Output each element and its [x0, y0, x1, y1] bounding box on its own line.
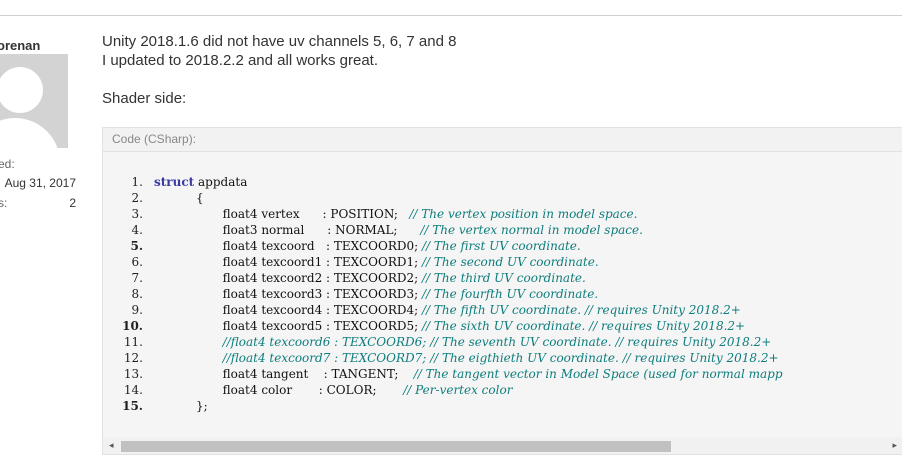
avatar-shoulders-shape [0, 118, 60, 148]
line-number: 7. [131, 271, 143, 285]
code-comment: // The sixth UV coordinate. // requires … [422, 319, 746, 333]
code-plain: float3 normal : NORMAL; [154, 223, 421, 237]
code-text: float4 texcoord4 : TEXCOORD4; // The fif… [154, 302, 741, 318]
joined-label: ed: [0, 157, 15, 171]
line-number: 8. [131, 287, 143, 301]
code-comment: // Per-vertex color [403, 383, 513, 397]
scroll-right-arrow-icon[interactable]: ▸ [892, 440, 897, 450]
joined-value: Aug 31, 2017 [4, 176, 76, 190]
line-number: 9. [131, 303, 143, 317]
code-text: struct appdata [154, 174, 247, 190]
code-block-header: Code (CSharp): [103, 128, 902, 152]
code-plain: float4 tangent : TANGENT; [154, 367, 414, 381]
post-body: Unity 2018.1.6 did not have uv channels … [102, 32, 902, 108]
line-number: 3. [131, 207, 143, 221]
line-number: 10. [122, 319, 143, 333]
code-text: float4 texcoord2 : TEXCOORD2; // The thi… [154, 270, 586, 286]
code-comment: // The third UV coordinate. [422, 271, 586, 285]
post-line-2: I updated to 2018.2.2 and all works grea… [102, 52, 379, 69]
code-line: 5. float4 texcoord : TEXCOORD0; // The f… [103, 238, 902, 254]
code-text: float4 tangent : TANGENT; // The tangent… [154, 366, 783, 382]
code-comment: // The vertex position in model space. [409, 207, 638, 221]
code-line: 7. float4 texcoord2 : TEXCOORD2; // The … [103, 270, 902, 286]
line-number: 6. [131, 255, 143, 269]
code-plain: float4 texcoord4 : TEXCOORD4; [154, 303, 423, 317]
code-line: 12. //float4 texcoord7 : TEXCOORD7; // T… [103, 350, 902, 366]
code-line: 3. float4 vertex : POSITION; // The vert… [103, 206, 902, 222]
scrollbar-thumb[interactable] [121, 441, 671, 452]
shader-label: Shader side: [102, 90, 187, 107]
line-number: 2. [131, 191, 143, 205]
line-number: 14. [123, 383, 143, 397]
code-line: 8. float4 texcoord3 : TEXCOORD3; // The … [103, 286, 902, 302]
code-text: { [154, 190, 204, 206]
code-plain: float4 texcoord2 : TEXCOORD2; [154, 271, 423, 285]
code-text: //float4 texcoord6 : TEXCOORD6; // The s… [154, 334, 772, 350]
line-number: 1. [131, 175, 143, 189]
code-comment: // The fifth UV coordinate. // requires … [422, 303, 741, 317]
code-plain: float4 texcoord1 : TEXCOORD1; [154, 255, 423, 269]
code-text: float4 texcoord : TEXCOORD0; // The firs… [154, 238, 581, 254]
code-line: 13. float4 tangent : TANGENT; // The tan… [103, 366, 902, 382]
code-line: 2. { [103, 190, 902, 206]
code-text: //float4 texcoord7 : TEXCOORD7; // The e… [154, 350, 779, 366]
code-keyword: struct [154, 175, 195, 189]
code-comment: // The first UV coordinate. [422, 239, 581, 253]
code-plain [154, 351, 223, 365]
scroll-left-arrow-icon[interactable]: ◂ [109, 440, 114, 450]
code-text: float4 vertex : POSITION; // The vertex … [154, 206, 638, 222]
code-plain: { [154, 191, 204, 205]
code-comment: //float4 texcoord7 : TEXCOORD7; // The e… [222, 351, 779, 365]
code-line: 4. float3 normal : NORMAL; // The vertex… [103, 222, 902, 238]
code-line: 9. float4 texcoord4 : TEXCOORD4; // The … [103, 302, 902, 318]
code-comment: // The fourfth UV coordinate. [422, 287, 599, 301]
code-comment: // The second UV coordinate. [422, 255, 599, 269]
code-plain: float4 color : COLOR; [154, 383, 404, 397]
code-identifier: appdata [194, 175, 248, 189]
code-line: 1. struct appdata [103, 174, 902, 190]
line-number: 12. [123, 351, 143, 365]
code-line: 11. //float4 texcoord6 : TEXCOORD6; // T… [103, 334, 902, 350]
post-line-1: Unity 2018.1.6 did not have uv channels … [102, 33, 457, 50]
code-line: 6. float4 texcoord1 : TEXCOORD1; // The … [103, 254, 902, 270]
code-comment: //float4 texcoord6 : TEXCOORD6; // The s… [222, 335, 772, 349]
code-plain: float4 texcoord5 : TEXCOORD5; [154, 319, 423, 333]
username-link[interactable]: orenan [0, 38, 41, 53]
code-line: 15. }; [103, 398, 902, 414]
code-text: }; [154, 398, 208, 414]
code-text: float4 texcoord1 : TEXCOORD1; // The sec… [154, 254, 599, 270]
posts-label: s: [0, 196, 8, 210]
code-plain: }; [154, 399, 208, 413]
line-number: 15. [122, 399, 143, 413]
code-comment: // The vertex normal in model space. [420, 223, 643, 237]
line-number: 11. [123, 335, 143, 349]
user-card: orenan ed: Aug 31, 2017 s: 2 [0, 0, 90, 470]
posts-value: 2 [69, 196, 76, 210]
code-text: float4 texcoord5 : TEXCOORD5; // The six… [154, 318, 745, 334]
code-line: 14. float4 color : COLOR; // Per-vertex … [103, 382, 902, 398]
line-number: 13. [123, 367, 143, 381]
code-text: float3 normal : NORMAL; // The vertex no… [154, 222, 643, 238]
horizontal-scrollbar[interactable]: ◂ ▸ [103, 437, 902, 454]
avatar-head-shape [0, 67, 43, 113]
code-plain: float4 texcoord3 : TEXCOORD3; [154, 287, 423, 301]
top-divider [0, 15, 902, 16]
code-plain: float4 texcoord : TEXCOORD0; [154, 239, 422, 253]
code-plain: float4 vertex : POSITION; [154, 207, 410, 221]
code-text: float4 texcoord3 : TEXCOORD3; // The fou… [154, 286, 599, 302]
code-plain [154, 335, 223, 349]
code-comment: // The tangent vector in Model Space (us… [413, 367, 783, 381]
avatar[interactable] [0, 54, 68, 148]
code-line: 10. float4 texcoord5 : TEXCOORD5; // The… [103, 318, 902, 334]
line-number: 5. [130, 239, 143, 253]
line-number: 4. [131, 223, 143, 237]
code-text: float4 color : COLOR; // Per-vertex colo… [154, 382, 513, 398]
